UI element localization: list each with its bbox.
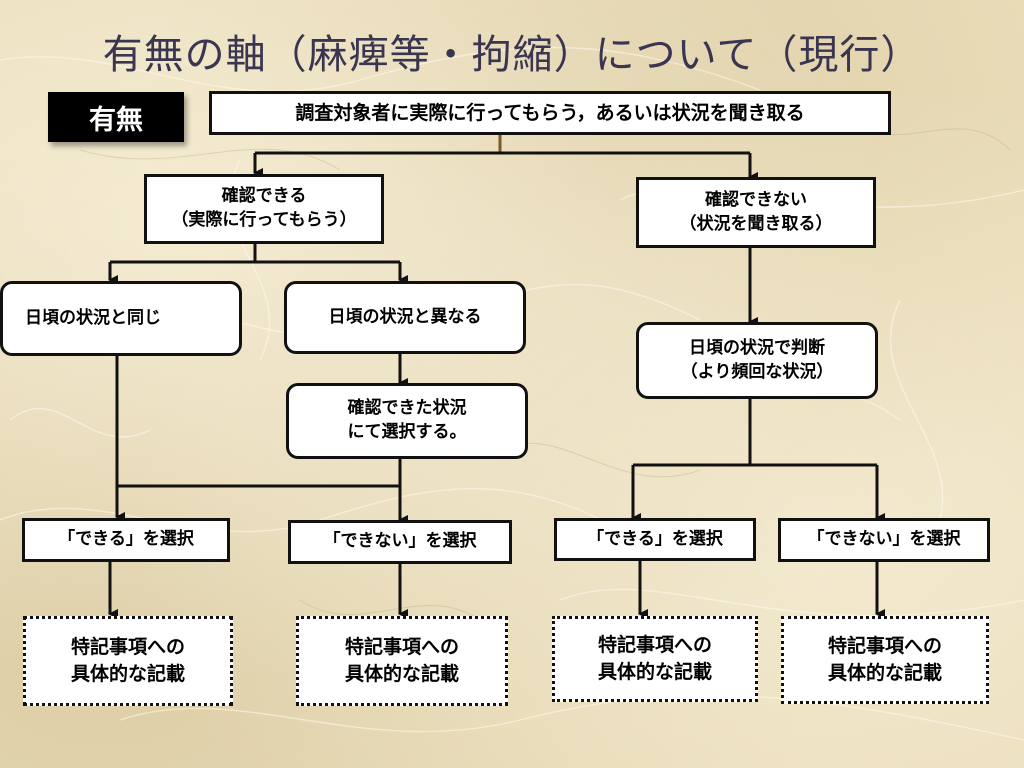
note-line2: 具体的な記載 [827,662,942,684]
note-line1: 特記事項への [597,634,712,657]
same-as-usual-box: 日頃の状況と同じ [0,281,242,356]
slide-title: 有無の軸（麻痺等・拘縮）について（現行） [102,32,922,78]
differs-from-usual-box: 日頃の状況と異なる [284,281,526,354]
choice-can-label-1: 「できる」を選択 [58,529,194,550]
note-line1: 特記事項への [70,636,185,659]
note-line2: 具体的な記載 [597,661,712,683]
judge-usual-line1: 日頃の状況で判断 [688,337,825,358]
root-box: 調査対象者に実際に行ってもらう，あるいは状況を聞き取る [209,91,891,135]
presence-tag: 有無 [48,92,184,142]
choice-cannot-box-2: 「できない」を選択 [778,518,990,562]
note-box-3: 特記事項への 具体的な記載 [552,616,758,702]
note-line2: 具体的な記載 [70,663,185,685]
choice-can-label-2: 「できる」を選択 [587,528,723,549]
judge-usual-line2: （より頻回な状況） [680,361,834,382]
differs-from-usual-label: 日頃の状況と異なる [328,306,482,327]
choice-can-box-1: 「できる」を選択 [22,518,230,562]
note-box-1: 特記事項への 具体的な記載 [23,616,233,706]
choice-cannot-box-1: 「できない」を選択 [288,520,512,564]
left-branch-line1: 確認できる [221,186,307,207]
select-confirmed-box: 確認できた状況 にて選択する。 [286,383,528,459]
choice-cannot-label-1: 「できない」を選択 [323,531,477,552]
root-label: 調査対象者に実際に行ってもらう，あるいは状況を聞き取る [295,101,805,124]
note-line2: 具体的な記載 [344,663,459,685]
choice-can-box-2: 「できる」を選択 [554,518,756,561]
same-as-usual-label: 日頃の状況と同じ [25,307,161,328]
note-line1: 特記事項への [344,636,459,659]
choice-cannot-label-2: 「できない」を選択 [807,529,961,550]
note-box-2: 特記事項への 具体的な記載 [296,616,508,706]
select-confirmed-line2: にて選択する。 [347,422,467,442]
note-line1: 特記事項への [827,635,942,658]
right-branch-line2: （状況を聞き取る） [679,213,833,234]
right-branch-line1: 確認できない [705,189,807,210]
left-branch-line2: （実際に行ってもらう） [171,210,357,230]
note-box-4: 特記事項への 具体的な記載 [781,616,989,704]
left-branch-box: 確認できる （実際に行ってもらう） [144,174,384,244]
select-confirmed-line1: 確認できた状況 [347,398,467,419]
right-branch-box: 確認できない （状況を聞き取る） [636,177,876,248]
judge-usual-box: 日頃の状況で判断 （より頻回な状況） [636,322,878,399]
